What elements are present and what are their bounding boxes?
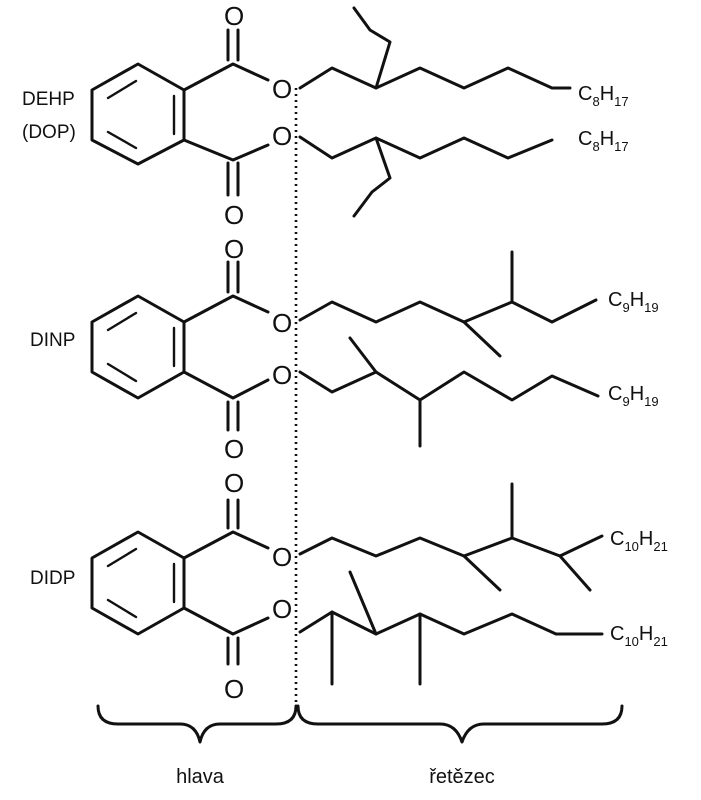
benzene-ring-dinp (90, 294, 186, 400)
molecule-didp: O O O O DIDP C10H21 C10H21 (30, 468, 668, 704)
chain-formula-bottom-dehp: C8H17 (578, 128, 629, 154)
head-brace (96, 704, 298, 744)
ester-oxygen-top-dinp: O (272, 308, 292, 338)
carbonyl-oxygen-top-dinp: O (224, 234, 244, 264)
ester-oxygen-top-didp: O (272, 542, 292, 572)
carbonyl-oxygen-bottom-didp: O (224, 674, 244, 704)
chain-formula-bottom-didp: C10H21 (610, 623, 668, 649)
molecule-name-didp: DIDP (30, 568, 75, 589)
alkyl-chains-didp (298, 482, 604, 686)
alkyl-chains-dinp (298, 250, 600, 448)
chain-formula-top-dinp: C9H19 (608, 289, 659, 315)
carbonyl-oxygen-top-dehp: O (224, 1, 244, 31)
benzene-ring-dehp (90, 62, 186, 166)
molecule-alias-dop: (DOP) (22, 122, 76, 143)
ester-groups-didp (182, 498, 270, 666)
ester-oxygen-top-dehp: O (272, 74, 292, 104)
chain-formula-top-didp: C10H21 (610, 528, 668, 554)
chain-formula-bottom-dinp: C9H19 (608, 383, 659, 409)
carbonyl-oxygen-top-didp: O (224, 468, 244, 498)
ester-oxygen-bottom-dehp: O (272, 121, 292, 151)
molecule-name-dinp: DINP (30, 330, 75, 351)
ester-oxygen-bottom-dinp: O (272, 360, 292, 390)
chain-formula-top-dehp: C8H17 (578, 83, 629, 109)
molecule-name-dehp: DEHP (22, 89, 75, 110)
carbonyl-oxygen-bottom-dinp: O (224, 434, 244, 464)
ester-groups-dehp (182, 28, 270, 197)
molecule-dinp: O O O O DINP C9H19 C9H19 (30, 234, 659, 464)
ester-groups-dinp (182, 260, 270, 432)
ester-oxygen-bottom-didp: O (272, 594, 292, 624)
head-label: hlava (176, 766, 225, 788)
alkyl-chains-dehp (298, 6, 572, 218)
molecule-dehp: O O O O DEHP (DOP) C8H17 C8H17 (22, 1, 629, 230)
benzene-ring-didp (90, 530, 186, 636)
chain-label: řetězec (429, 766, 495, 788)
chain-brace (296, 704, 624, 744)
carbonyl-oxygen-bottom-dehp: O (224, 200, 244, 230)
